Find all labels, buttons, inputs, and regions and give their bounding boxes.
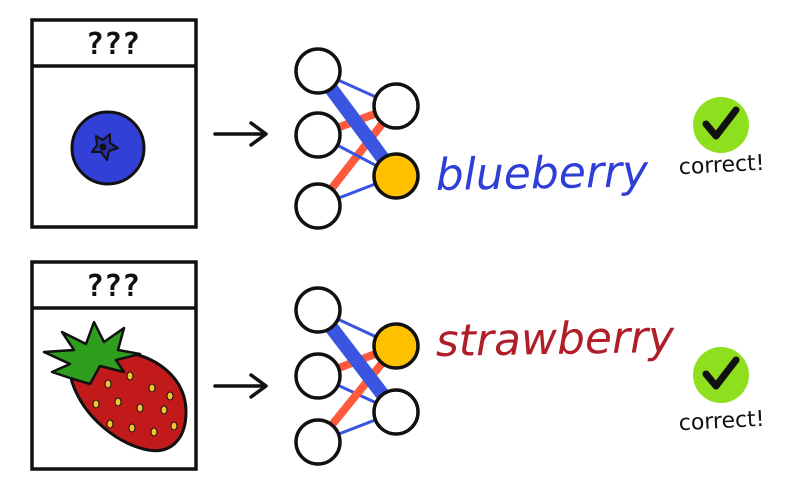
card-header: ??? [86, 27, 140, 62]
input-node [294, 352, 342, 400]
result-label: correct! [678, 151, 765, 180]
input-card: ??? [30, 18, 198, 229]
checkmark-icon [693, 347, 749, 403]
neural-network [294, 47, 420, 230]
arrow-icon [213, 121, 268, 147]
input-node [294, 418, 342, 466]
input-node [294, 286, 342, 334]
row-blueberry: ??? [30, 18, 765, 230]
input-node [294, 47, 342, 95]
row-strawberry: ??? [30, 260, 765, 471]
input-card: ??? [30, 260, 198, 471]
output-node [372, 82, 420, 130]
card-header: ??? [86, 269, 140, 304]
prediction-label: strawberry [435, 312, 675, 367]
arrow-icon [213, 373, 268, 399]
prediction-label: blueberry [435, 146, 649, 201]
output-node [372, 388, 420, 436]
input-node [294, 182, 342, 230]
result-label: correct! [678, 407, 765, 436]
blueberry-icon [70, 110, 146, 186]
output-node-active [372, 152, 420, 200]
output-node-active [372, 322, 420, 370]
neural-network [294, 286, 420, 466]
input-node [294, 111, 342, 159]
strawberry-icon [42, 320, 188, 453]
checkmark-icon [693, 97, 749, 153]
